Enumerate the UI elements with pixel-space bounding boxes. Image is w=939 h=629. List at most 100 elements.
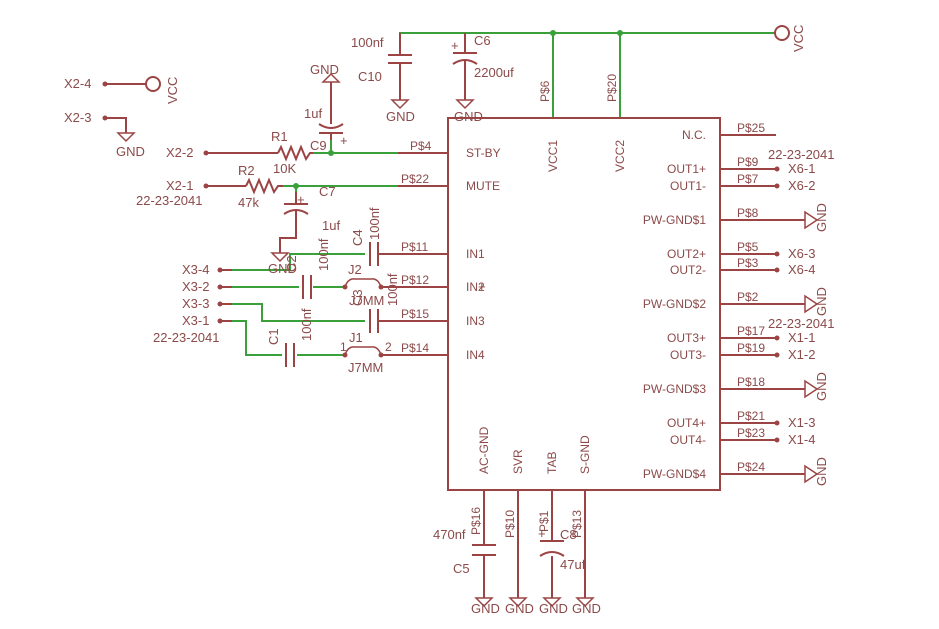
pad-right-3: P$7 <box>737 172 759 186</box>
gnd-label-b1: GND <box>471 601 500 616</box>
x3-part-number: 22-23-2041 <box>153 330 220 345</box>
c10-value: 100nf <box>351 35 384 50</box>
pad-right-6: P$3 <box>737 256 759 270</box>
x6-part-number: 22-23-2041 <box>768 147 835 162</box>
amplifier-ic <box>398 117 805 598</box>
pad-left-1: P$4 <box>410 139 432 153</box>
connector-x3: X3-4 X3-2 X3-3 X3-1 22-23-2041 <box>153 262 232 345</box>
c8-name: C8 <box>560 527 577 542</box>
pad-right-9: P$19 <box>737 341 765 355</box>
pad-labels: P$4 P$22 P$11 P$12 P$15 P$14 P$6 P$20 P$… <box>401 74 765 538</box>
x3-3-label: X3-3 <box>182 296 209 311</box>
x1-part-number: 22-23-2041 <box>768 316 835 331</box>
pin-out3-minus: OUT3- <box>670 348 706 362</box>
wires <box>232 32 775 356</box>
gnd-label-c10: GND <box>386 109 415 124</box>
jumper-j2: J2 J7MM <box>342 262 398 308</box>
c5-name: C5 <box>453 561 470 576</box>
c6-plus: + <box>451 38 459 53</box>
c7-plus: + <box>297 192 305 207</box>
pin-out4-minus: OUT4- <box>670 433 706 447</box>
vcc-symbol-top: VCC <box>774 25 806 52</box>
gnd-label-pw2: GND <box>814 287 829 316</box>
r1-name: R1 <box>271 129 288 144</box>
pad-bottom-3: P$1 <box>537 510 551 532</box>
x2-3-label: X2-3 <box>64 110 91 125</box>
pin-out1-minus: OUT1- <box>670 179 706 193</box>
c3-name: C3 <box>350 289 365 306</box>
pin-vcc2: VCC2 <box>613 140 627 172</box>
pad-left-6: P$14 <box>401 341 429 355</box>
vcc-label-top: VCC <box>791 25 806 52</box>
c9-plus: + <box>340 133 348 148</box>
gnd-label-c9: GND <box>310 62 339 77</box>
c6-value: 2200uf <box>474 65 514 80</box>
capacitor-c8: + C8 47uf <box>538 526 586 572</box>
connector-x6: 22-23-2041 X6-1 X6-2 X6-3 X6-4 <box>768 147 835 277</box>
r2-name: R2 <box>238 163 255 178</box>
c4-name: C4 <box>350 229 365 246</box>
capacitor-c4: C4 100nf <box>350 207 398 266</box>
j1-name: J1 <box>349 330 363 345</box>
capacitor-c6: + C6 2200uf <box>451 33 514 80</box>
x1-3-label: X1-3 <box>788 415 815 430</box>
c3-value: 100nf <box>385 273 400 306</box>
pin-out3-plus: OUT3+ <box>667 331 706 345</box>
pin-in1: IN1 <box>466 247 485 261</box>
jumper-j1: 1 2 J1 J7MM <box>340 330 398 375</box>
c1-name: C1 <box>266 328 281 345</box>
connector-x2: X2-4 X2-3 X2-2 X2-1 22-23-2041 <box>64 76 203 208</box>
pin-out1-plus: OUT1+ <box>667 162 706 176</box>
pin-s-gnd: S-GND <box>578 435 592 474</box>
pad-right-10: P$18 <box>737 375 765 389</box>
c1-value: 100nf <box>299 308 314 341</box>
pin-mute: MUTE <box>466 179 500 193</box>
gnd-label-b4: GND <box>572 601 601 616</box>
pin-nc: N.C. <box>682 128 706 142</box>
pin-ac-gnd: AC-GND <box>477 426 491 474</box>
pin-in3: IN3 <box>466 314 485 328</box>
capacitor-c5: 470nf C5 <box>433 527 496 576</box>
pin-in2: IN2 <box>466 280 485 294</box>
vcc-symbol-left: VCC <box>102 76 180 104</box>
c6-name: C6 <box>474 33 491 48</box>
pin-pw-gnd3: PW-GND$3 <box>643 382 706 396</box>
c9-value: 1uf <box>304 106 322 121</box>
gnd-label-b3: GND <box>539 601 568 616</box>
c7-name: C7 <box>319 184 336 199</box>
c9-name: C9 <box>310 138 327 153</box>
j2-name: J2 <box>348 262 362 277</box>
x1-4-label: X1-4 <box>788 432 815 447</box>
pad-right-2: P$9 <box>737 155 759 169</box>
resistor-r1: R1 10K <box>203 129 313 176</box>
pin-svr: SVR <box>511 449 525 474</box>
vcc-label-left: VCC <box>165 77 180 104</box>
pad-bottom-2: P$10 <box>503 510 517 538</box>
pin-out4-plus: OUT4+ <box>667 416 706 430</box>
x2-part-number: 22-23-2041 <box>136 193 203 208</box>
pad-left-3: P$11 <box>401 240 428 254</box>
x2-4-label: X2-4 <box>64 76 91 91</box>
resistor-r2: R2 47k <box>203 163 283 210</box>
c7-value: 1uf <box>322 218 340 233</box>
c8-plus: + <box>538 526 546 541</box>
r2-value: 47k <box>238 195 259 210</box>
x6-1-label: X6-1 <box>788 161 815 176</box>
x1-1-label: X1-1 <box>788 330 815 345</box>
pad-right-5: P$5 <box>737 240 759 254</box>
junctions <box>293 30 623 189</box>
connector-x1: 22-23-2041 X1-1 X1-2 X1-3 X1-4 <box>768 316 835 447</box>
pin-out2-plus: OUT2+ <box>667 247 706 261</box>
pin-tab: TAB <box>545 452 559 474</box>
j1-pin2: 2 <box>385 340 392 354</box>
pad-right-8: P$17 <box>737 324 765 338</box>
x3-2-label: X3-2 <box>182 279 209 294</box>
pad-bottom-1: P$16 <box>469 507 483 535</box>
x6-3-label: X6-3 <box>788 246 815 261</box>
x1-2-label: X1-2 <box>788 347 815 362</box>
r1-value: 10K <box>273 161 296 176</box>
gnd-label-pw4: GND <box>814 457 829 486</box>
capacitor-c1: C1 100nf <box>266 308 314 367</box>
x3-1-label: X3-1 <box>182 313 209 328</box>
